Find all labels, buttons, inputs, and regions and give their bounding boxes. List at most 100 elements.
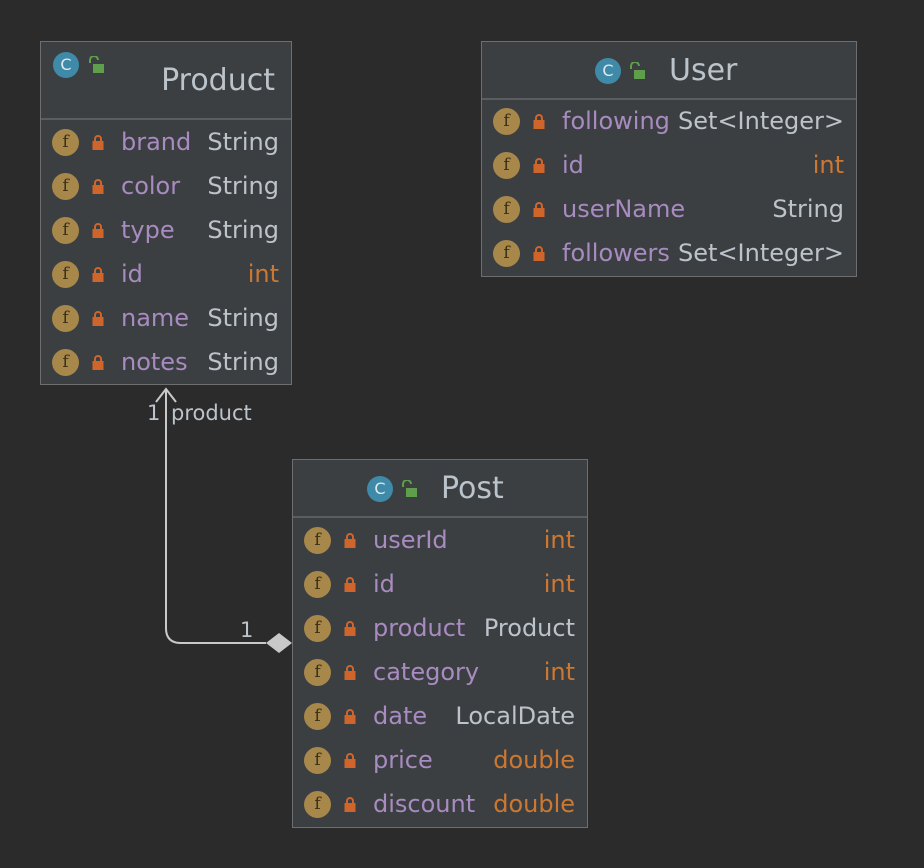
field-row-discount[interactable]: f discount double [293,783,587,827]
field-icon: f [52,129,79,156]
field-icon: f [304,747,331,774]
lock-icon [344,533,356,548]
field-name: color [121,172,181,200]
field-icon: f [304,527,331,554]
field-name: id [121,260,143,288]
field-name: followers [562,239,670,267]
lock-icon [344,577,356,592]
field-row-product[interactable]: f product Product [293,607,587,651]
field-name: id [562,151,584,179]
field-row-price[interactable]: f price double [293,739,587,783]
class-icon: C [367,476,393,502]
field-row-color[interactable]: f color String [41,165,291,209]
field-type: int [543,658,575,686]
field-type: String [207,216,279,244]
composition-diamond [266,633,292,653]
field-type: double [493,746,575,774]
lock-icon [344,797,356,812]
class-icon: C [53,52,79,78]
field-icon: f [52,261,79,288]
field-icon: f [304,571,331,598]
field-type: int [543,526,575,554]
field-icon: f [304,615,331,642]
field-icon: f [304,791,331,818]
class-title: User [669,53,738,88]
lock-icon [533,202,545,217]
field-name: userId [373,526,448,554]
field-icon: f [304,659,331,686]
field-name: type [121,216,175,244]
field-name: userName [562,195,686,223]
lock-icon [92,355,104,370]
field-name: name [121,304,190,332]
field-icon: f [493,108,520,135]
lock-icon [533,114,545,129]
field-icon: f [493,196,520,223]
field-name: product [373,614,466,642]
field-name: following [562,107,670,135]
association-line[interactable] [165,389,266,644]
lock-icon [92,223,104,238]
field-row-brand[interactable]: f brand String [41,121,291,165]
lock-icon [92,135,104,150]
target-multiplicity-label: 1 [147,401,161,425]
field-type: double [493,790,575,818]
field-type: Product [483,614,575,642]
field-row-notes[interactable]: f notes String [41,341,291,385]
field-type: String [207,172,279,200]
field-name: discount [373,790,476,818]
field-row-userName[interactable]: f userName String [482,188,856,232]
field-type: String [207,128,279,156]
field-row-category[interactable]: f category int [293,651,587,695]
field-icon: f [52,305,79,332]
lock-icon [533,158,545,173]
field-type: Set<Integer> [678,239,844,267]
field-type: int [543,570,575,598]
unlock-icon [89,56,104,73]
lock-icon [92,179,104,194]
field-type: String [772,195,844,223]
target-role-label: product [171,401,252,425]
field-name: date [373,702,428,730]
field-row-type[interactable]: f type String [41,209,291,253]
field-icon: f [52,349,79,376]
arrowhead-open [155,387,177,403]
field-icon: f [52,217,79,244]
field-type: String [207,348,279,376]
class-title: Post [441,471,504,506]
unlock-icon [630,62,645,79]
field-name: category [373,658,480,686]
class-icon: C [595,58,621,84]
class-header: C User [482,42,856,100]
field-row-userId[interactable]: f userId int [293,519,587,563]
unlock-icon [402,480,417,497]
lock-icon [344,665,356,680]
field-row-id[interactable]: f id int [41,253,291,297]
field-type: Set<Integer> [678,107,844,135]
field-name: price [373,746,433,774]
field-name: notes [121,348,188,376]
lock-icon [92,267,104,282]
field-row-following[interactable]: f following Set<Integer> [482,100,856,144]
class-title: Product [161,63,275,98]
lock-icon [344,753,356,768]
lock-icon [344,621,356,636]
field-name: brand [121,128,192,156]
field-type: LocalDate [455,702,575,730]
field-type: int [247,260,279,288]
lock-icon [344,709,356,724]
field-type: int [812,151,844,179]
field-icon: f [52,173,79,200]
